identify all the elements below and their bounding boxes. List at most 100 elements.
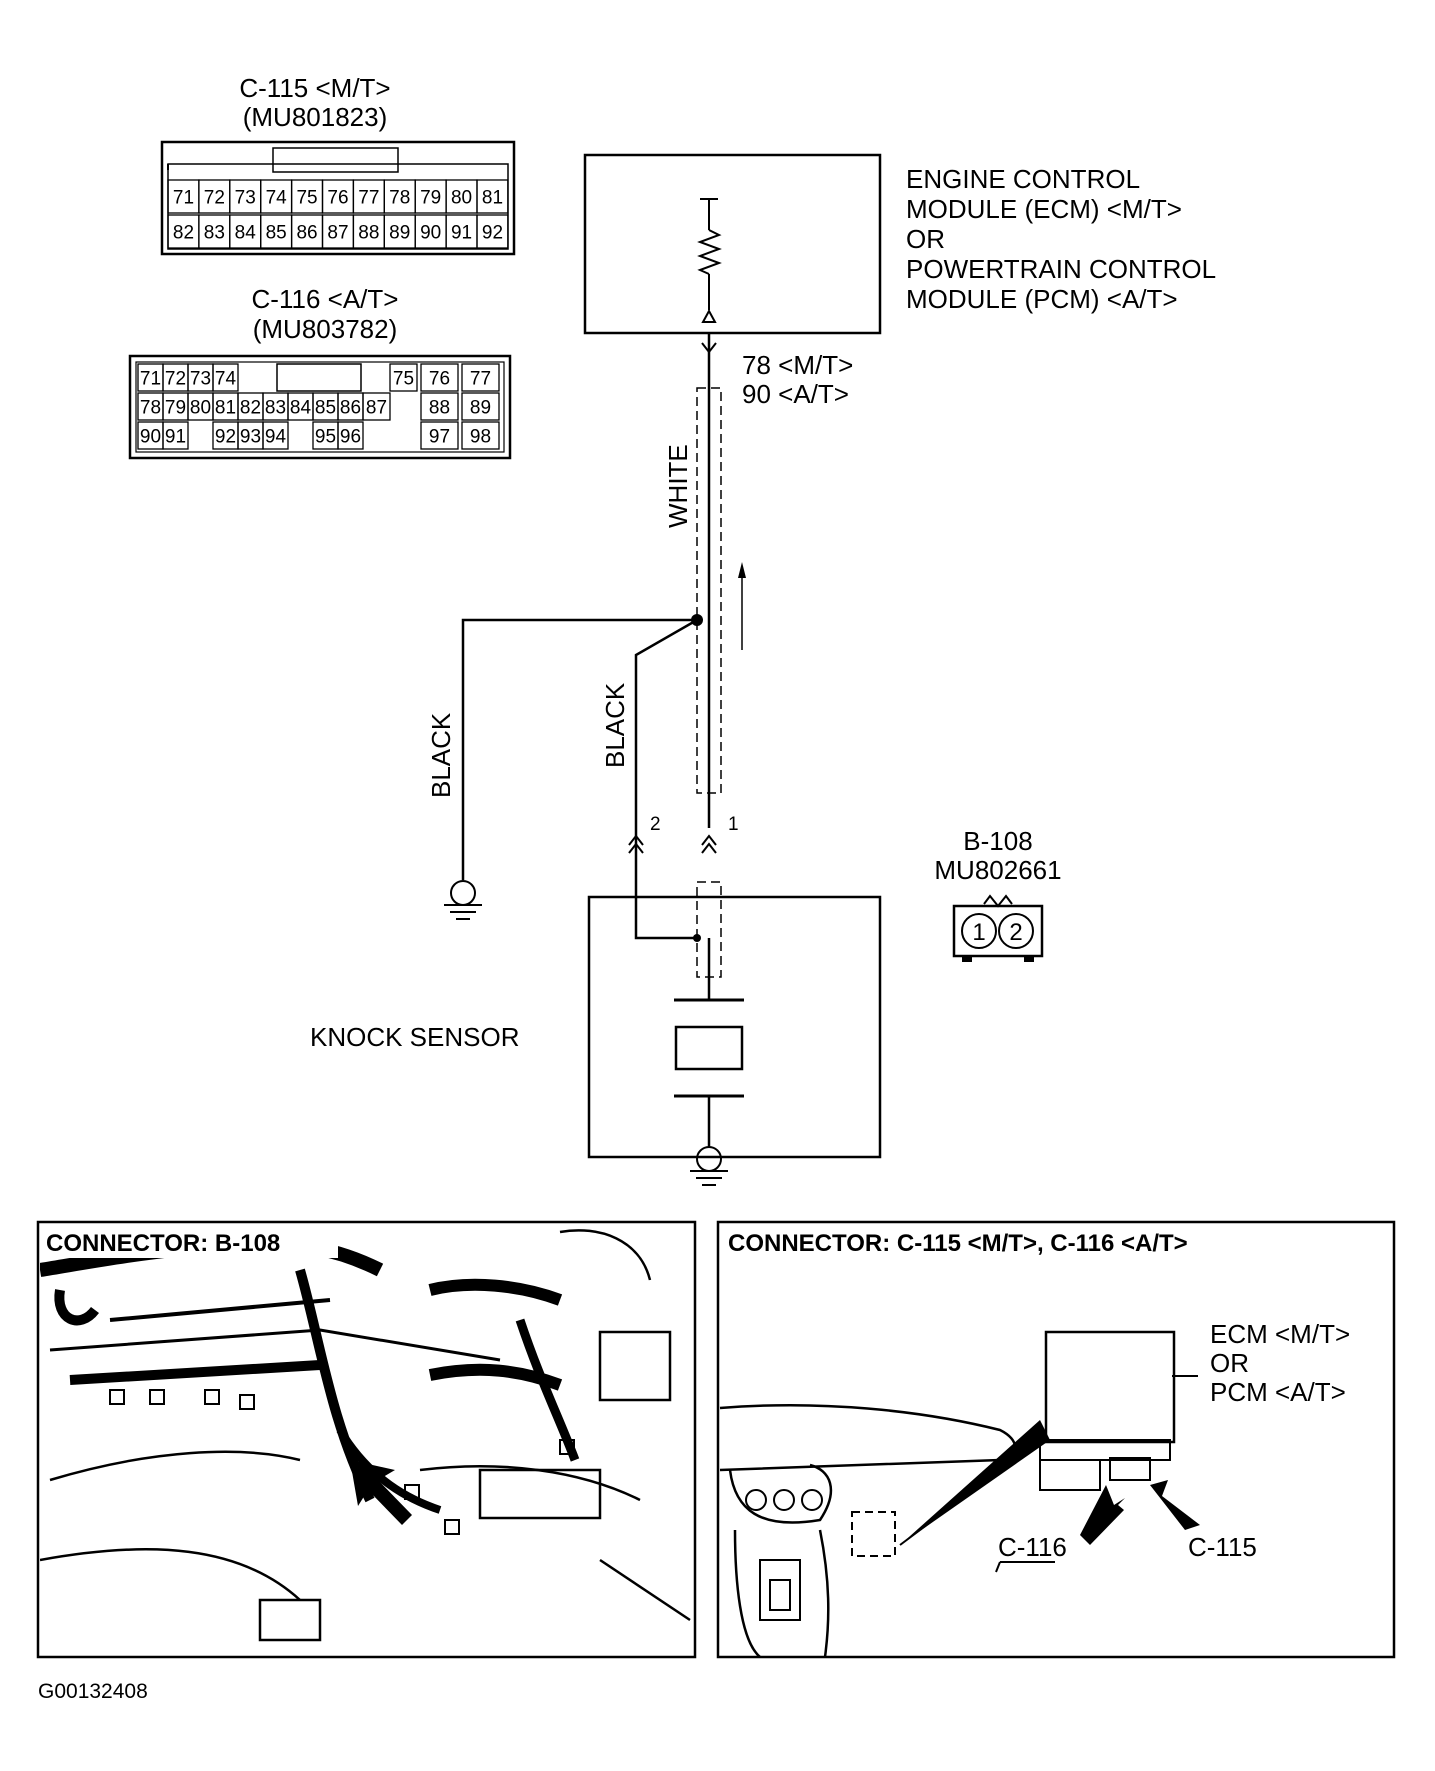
c116-pin-85: 85	[315, 398, 336, 419]
c116-pin-83: 83	[265, 398, 286, 419]
c115-pin-89: 89	[389, 223, 410, 244]
figure-id: G00132408	[38, 1680, 148, 1703]
c115-pin-84: 84	[235, 223, 257, 244]
c116-pin-77: 77	[470, 369, 491, 390]
panel-c115-c116-location: CONNECTOR: C-115 <M/T>, C-116 <A/T> ECM …	[716, 1220, 1396, 1659]
c116-pin-97: 97	[429, 427, 450, 448]
c115-pin-76: 76	[327, 188, 348, 209]
c115-pin-75: 75	[296, 188, 317, 209]
c115-pin-86: 86	[296, 223, 317, 244]
c115-title: C-115 <M/T>	[239, 73, 390, 103]
panel-right-c115-label: C-115	[1188, 1532, 1257, 1562]
c116-pin-89: 89	[470, 398, 491, 419]
b108-part-number: MU802661	[934, 855, 1061, 885]
pin-label-at: 90 <A/T>	[742, 379, 849, 409]
c116-pin-75: 75	[393, 369, 414, 390]
c115-pin-90: 90	[420, 223, 441, 244]
c116-pin-82: 82	[240, 398, 261, 419]
c116-pin-92: 92	[215, 427, 236, 448]
c116-pin-77-cell	[461, 363, 500, 392]
wire-label-black-right: BLACK	[600, 682, 630, 768]
knock-sensor-label: KNOCK SENSOR	[310, 1022, 520, 1052]
wire-label-black-left: BLACK	[426, 712, 456, 798]
c116-pin-91-cell	[162, 421, 189, 450]
c116-pin-90: 90	[140, 427, 161, 448]
wire-label-white: WHITE	[663, 444, 693, 528]
c116-pin-74-cell	[212, 363, 239, 392]
c116-pin-88-cell	[420, 392, 459, 421]
panel-right-ecm-line1: ECM <M/T>	[1210, 1319, 1350, 1349]
c115-part-number: (MU801823)	[243, 102, 388, 132]
c116-pin-86: 86	[340, 398, 361, 419]
pin-1-label: 1	[728, 814, 739, 835]
c115-pin-92-cell	[476, 214, 509, 249]
c116-pin-89-cell	[461, 392, 500, 421]
c116-pin-98: 98	[470, 427, 491, 448]
pin-2-label: 2	[650, 814, 661, 835]
c116-pin-96: 96	[340, 427, 361, 448]
c115-pin-83: 83	[204, 223, 225, 244]
c116-pin-72: 72	[165, 369, 186, 390]
c115-pin-80: 80	[451, 188, 472, 209]
c116-pin-80: 80	[190, 398, 211, 419]
c115-pin-77: 77	[358, 188, 379, 209]
c115-pin-74: 74	[266, 188, 288, 209]
engine-bay-illustration	[40, 1229, 691, 1642]
c116-pin-79: 79	[165, 398, 186, 419]
c115-pin-71: 71	[173, 188, 194, 209]
ecm-label-line3: OR	[906, 224, 945, 254]
c116-pin-88: 88	[429, 398, 450, 419]
c116-pin-76: 76	[429, 369, 450, 390]
c115-pin-85: 85	[266, 223, 287, 244]
ecm-label-line1: ENGINE CONTROL	[906, 164, 1140, 194]
c116-pin-94: 94	[265, 427, 287, 448]
c116-pin-84: 84	[290, 398, 312, 419]
c115-pin-73: 73	[235, 188, 256, 209]
c116-pin-98-cell	[461, 421, 500, 450]
c115-pin-92: 92	[482, 223, 503, 244]
connector-b108: B-108 MU802661 1 2	[934, 826, 1062, 962]
panel-right-ecm-line2: OR	[1210, 1348, 1249, 1378]
c115-pin-88: 88	[358, 223, 379, 244]
c116-pin-75-cell	[389, 363, 418, 392]
panel-right-title: CONNECTOR: C-115 <M/T>, C-116 <A/T>	[728, 1230, 1188, 1257]
connector-c115: C-115 <M/T> (MU801823) 71 72 73 74 75 76 77 78 7…	[160, 73, 516, 256]
c116-title: C-116 <A/T>	[252, 284, 399, 314]
ecm-label-line5: MODULE (PCM) <A/T>	[906, 284, 1178, 314]
c116-pin-81: 81	[215, 398, 236, 419]
c115-pin-72: 72	[204, 188, 225, 209]
panel-right-c116-label: C-116	[998, 1532, 1067, 1562]
c116-pin-97-cell	[420, 421, 459, 450]
c116-part-number: (MU803782)	[253, 314, 398, 344]
c115-pin-81: 81	[482, 188, 503, 209]
panel-b108-location: CONNECTOR: B-108	[36, 1220, 697, 1659]
c116-pin-76-cell	[420, 363, 459, 392]
b108-name: B-108	[963, 826, 1032, 856]
ecm-label-line2: MODULE (ECM) <M/T>	[906, 194, 1182, 224]
c116-pin-94-cell	[262, 421, 289, 450]
c115-pin-81-cell	[476, 179, 509, 214]
panel-left-title: CONNECTOR: B-108	[46, 1230, 280, 1257]
b108-pin-1: 1	[972, 919, 985, 946]
c116-pin-71: 71	[140, 369, 161, 390]
ecm-module: ENGINE CONTROL MODULE (ECM) <M/T> OR POW…	[583, 153, 1216, 335]
wiring	[444, 333, 746, 942]
c116-pin-93: 93	[240, 427, 261, 448]
c116-pin-95: 95	[315, 427, 336, 448]
c116-pin-91: 91	[165, 427, 186, 448]
ecm-label-line4: POWERTRAIN CONTROL	[906, 254, 1216, 284]
c116-pin-74: 74	[215, 369, 237, 390]
c115-pin-78: 78	[389, 188, 410, 209]
knock-sensor	[587, 881, 882, 1186]
c116-pin-87: 87	[366, 398, 387, 419]
c115-pin-91: 91	[451, 223, 472, 244]
b108-pin-2: 2	[1009, 919, 1022, 946]
c115-pin-79: 79	[420, 188, 441, 209]
panel-right-ecm-line3: PCM <A/T>	[1210, 1377, 1346, 1407]
pin-label-mt: 78 <M/T>	[742, 350, 853, 380]
c116-pin-73: 73	[190, 369, 211, 390]
